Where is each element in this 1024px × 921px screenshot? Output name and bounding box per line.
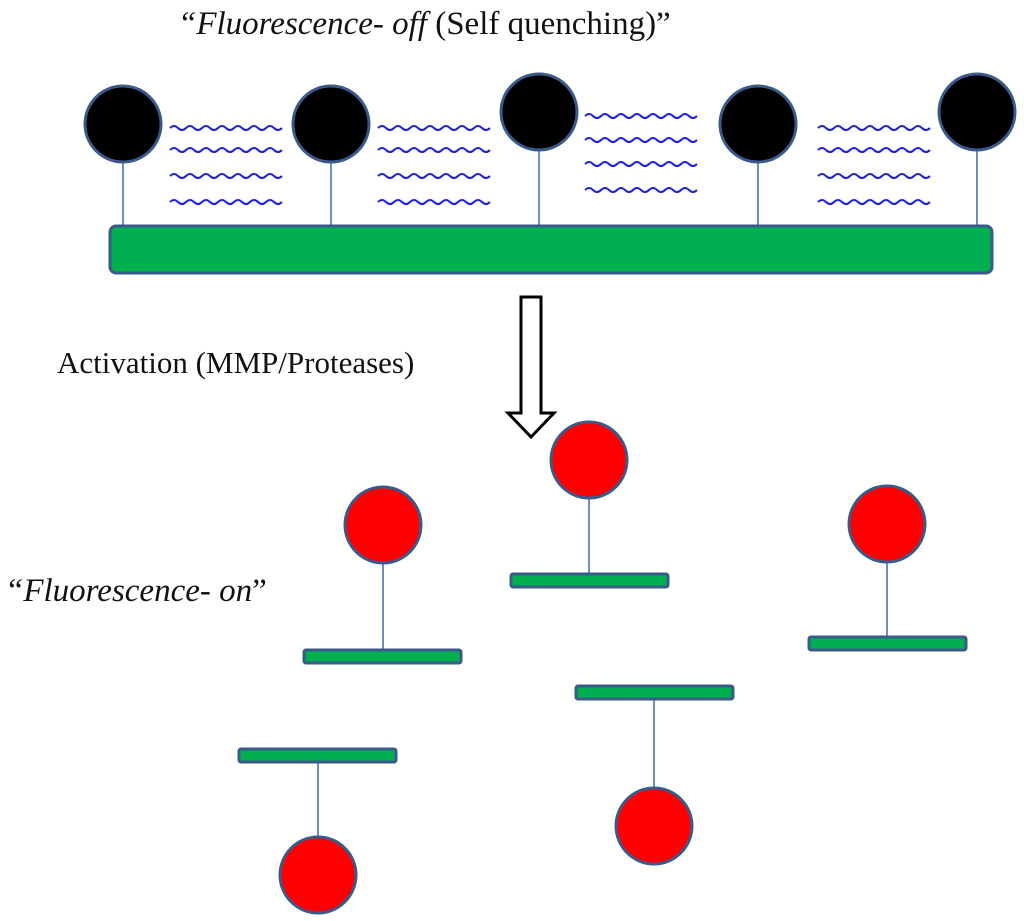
- quenching-wave: [169, 199, 283, 205]
- activation-label: Activation (MMP/Proteases): [57, 345, 415, 380]
- quenching-waves-group: [169, 113, 931, 205]
- quenching-wave: [584, 113, 698, 119]
- quenching-wave: [377, 199, 491, 205]
- released-fragment-bar: [574, 684, 735, 701]
- fluorescence-on-italic: “Fluorescence- on: [5, 573, 253, 609]
- quenching-wave: [377, 147, 491, 153]
- fluorescence-on-label: “Fluorescence- on”: [5, 573, 267, 610]
- fluorescence-on-close-quote: ”: [252, 573, 267, 609]
- fluorescent-probe: [847, 484, 927, 564]
- fluorescent-probe: [614, 786, 694, 866]
- released-fragment-bar: [509, 572, 670, 589]
- quenching-wave: [169, 125, 283, 131]
- quenched-probe: [937, 72, 1017, 152]
- quenching-wave: [584, 137, 698, 143]
- quenching-wave: [169, 147, 283, 153]
- fluorescent-probe: [343, 485, 423, 565]
- fluorescent-probe: [549, 420, 629, 500]
- quenching-wave: [817, 125, 931, 131]
- quenching-wave: [377, 173, 491, 179]
- quenched-probe: [718, 84, 798, 164]
- quenched-probe: [291, 84, 371, 164]
- quenching-wave: [584, 187, 698, 193]
- quenching-wave: [377, 125, 491, 131]
- quenching-wave: [817, 173, 931, 179]
- quenching-wave: [817, 147, 931, 153]
- quenching-wave: [584, 161, 698, 167]
- quenching-wave: [817, 199, 931, 205]
- quenching-wave: [169, 173, 283, 179]
- fluorescent-probe: [278, 835, 358, 915]
- fluorescence-off-label: “Fluorescence- off (Self quenching)”: [178, 6, 671, 43]
- substrate-backbone: [108, 224, 994, 275]
- fluorescence-off-italic: “Fluorescence- off: [178, 6, 427, 42]
- activation-arrow: [504, 295, 558, 440]
- released-fragment-bar: [807, 635, 968, 652]
- released-fragment-bar: [237, 747, 398, 764]
- quenched-probe: [499, 72, 579, 152]
- released-fragment-bar: [302, 648, 463, 665]
- self-quenching-text: (Self quenching)”: [426, 6, 671, 42]
- quenched-probe: [83, 84, 163, 164]
